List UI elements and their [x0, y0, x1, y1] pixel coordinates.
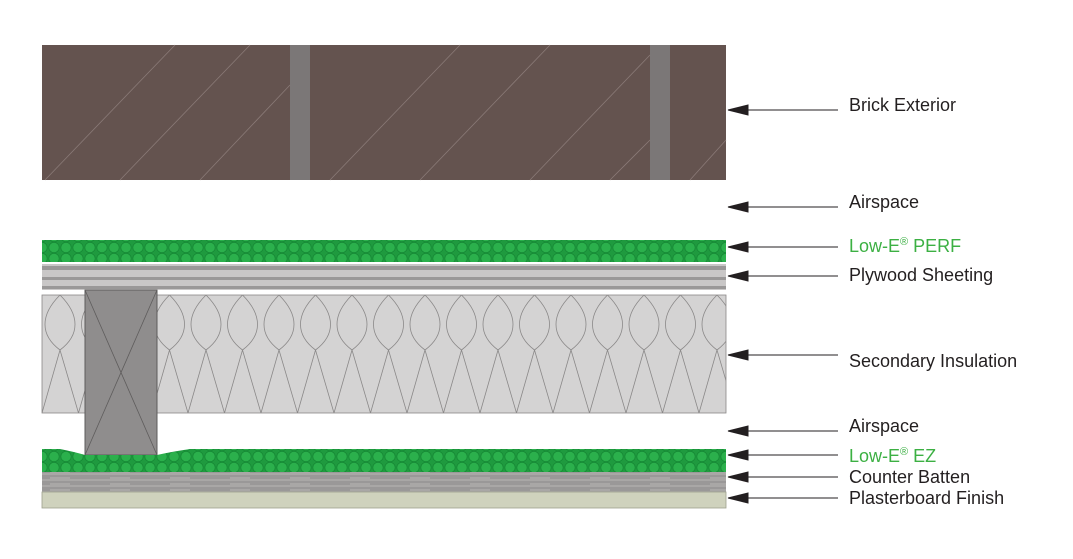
counter-batten-layer	[42, 472, 726, 492]
label-airspace-outer: Airspace	[849, 192, 920, 212]
arrow-airspace-outer	[727, 201, 838, 213]
label-plasterboard-finish: Plasterboard Finish	[849, 488, 1005, 508]
arrow-airspace-inner	[727, 425, 838, 437]
plywood-layer	[42, 264, 726, 290]
label-plywood-sheeting: Plywood Sheeting	[849, 265, 994, 285]
label-brick-exterior: Brick Exterior	[849, 95, 957, 115]
brick-exterior-layer	[42, 44, 727, 181]
arrow-plasterboard	[727, 492, 838, 504]
arrow-counter-batten	[727, 471, 838, 483]
low-e-ez-layer	[42, 449, 726, 472]
arrow-plywood	[727, 270, 838, 282]
arrow-insulation	[727, 349, 838, 361]
label-secondary-insulation: Secondary Insulation	[849, 351, 1018, 371]
plasterboard-layer	[41, 491, 727, 509]
label-airspace-inner: Airspace	[849, 416, 920, 436]
leader-arrows	[727, 104, 838, 504]
arrow-low-e-perf	[727, 241, 838, 253]
stud	[84, 289, 158, 456]
low-e-perf-layer	[42, 240, 726, 262]
label-low-e-perf: Low-E® PERF	[849, 236, 962, 256]
label-low-e-ez: Low-E® EZ	[849, 446, 937, 466]
arrow-low-e-ez	[727, 449, 838, 461]
arrow-brick-exterior	[727, 104, 838, 116]
label-counter-batten: Counter Batten	[849, 467, 971, 487]
